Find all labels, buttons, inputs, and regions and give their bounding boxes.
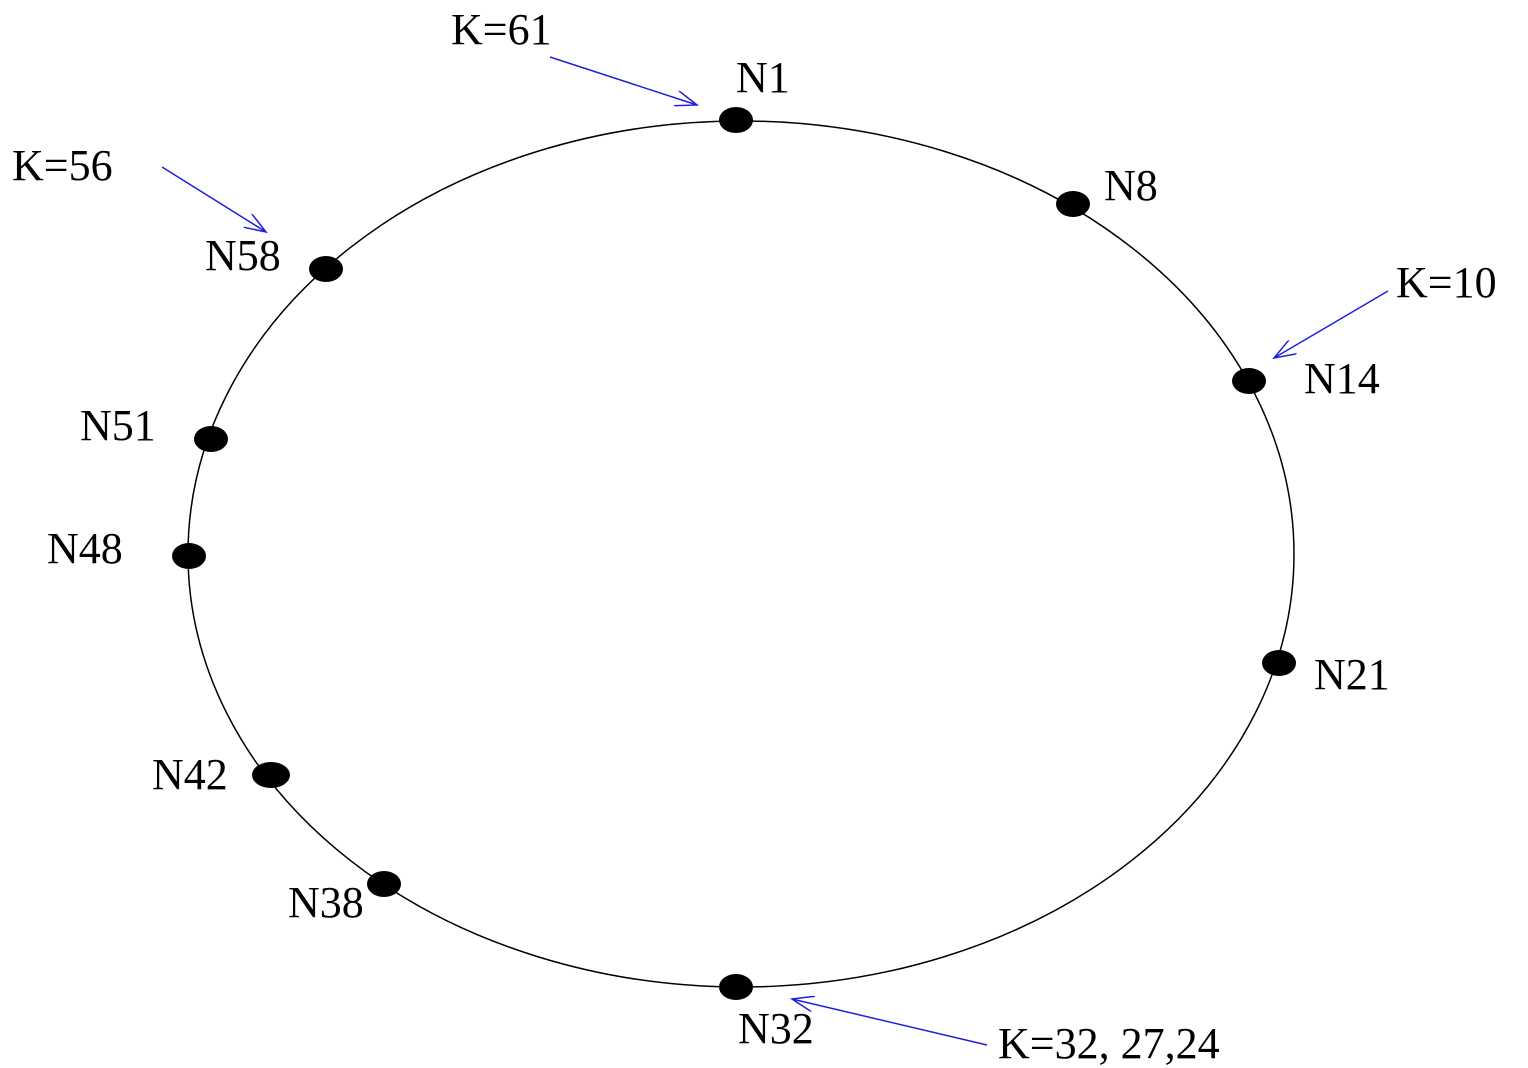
- key-label-k56: K=56: [12, 141, 113, 190]
- node-n21[interactable]: N21: [1262, 650, 1390, 699]
- node-label: N14: [1304, 354, 1380, 403]
- key-arrow-k61: [549, 56, 697, 105]
- node-dot: [252, 762, 290, 788]
- node-dot: [194, 426, 228, 452]
- key-label-k61: K=61: [451, 5, 552, 54]
- node-dot: [1232, 368, 1266, 394]
- node-label: N42: [152, 750, 228, 799]
- node-label: N8: [1104, 161, 1158, 210]
- key-arrow-k56: [161, 166, 266, 232]
- node-n48[interactable]: N48: [47, 524, 206, 573]
- node-dot: [172, 543, 206, 569]
- key-label-k10: K=10: [1396, 258, 1497, 307]
- node-label: N32: [738, 1004, 814, 1053]
- node-label: N38: [288, 878, 364, 927]
- node-n38[interactable]: N38: [288, 871, 401, 927]
- key-arrow-k32: [792, 999, 988, 1046]
- node-dot: [719, 974, 753, 1000]
- node-n32[interactable]: N32: [719, 974, 814, 1053]
- node-n1[interactable]: N1: [719, 53, 790, 133]
- key-label-k32: K=32, 27,24: [998, 1019, 1220, 1068]
- ring: [187, 120, 1295, 988]
- node-dot: [719, 107, 753, 133]
- node-dot: [309, 256, 343, 282]
- node-label: N48: [47, 524, 123, 573]
- node-dot: [1262, 650, 1296, 676]
- node-n14[interactable]: N14: [1232, 354, 1380, 403]
- key-arrow-k10: [1274, 290, 1389, 358]
- node-n51[interactable]: N51: [80, 401, 228, 452]
- node-dot: [1056, 191, 1090, 217]
- node-dot: [367, 871, 401, 897]
- node-n58[interactable]: N58: [205, 231, 343, 282]
- node-label: N51: [80, 401, 156, 450]
- node-n8[interactable]: N8: [1056, 161, 1158, 217]
- node-label: N58: [205, 231, 281, 280]
- node-n42[interactable]: N42: [152, 750, 290, 799]
- node-label: N1: [736, 53, 790, 102]
- node-label: N21: [1314, 650, 1390, 699]
